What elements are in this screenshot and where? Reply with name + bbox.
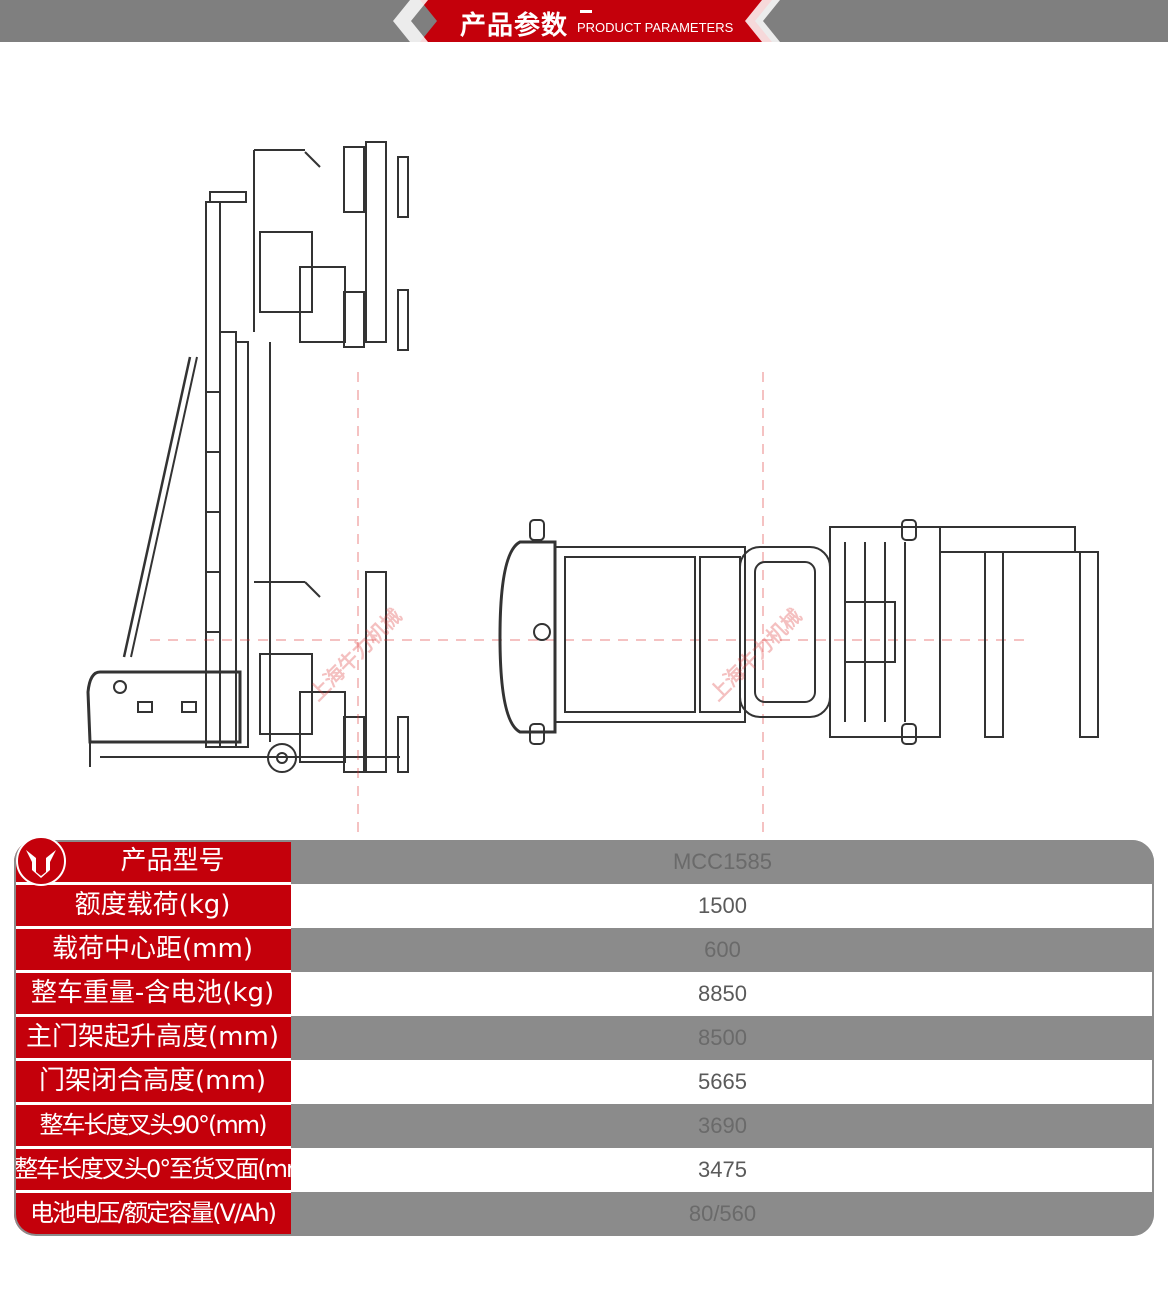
spec-label: 额度载荷(kg) — [14, 885, 291, 926]
svg-text:上海牛力机械: 上海牛力机械 — [305, 604, 407, 706]
spec-row: 载荷中心距(mm)600 — [14, 928, 1154, 972]
spec-value: MCC1585 — [291, 840, 1154, 884]
spec-row: 额度载荷(kg)1500 — [14, 884, 1154, 928]
spec-value: 80/560 — [291, 1192, 1154, 1236]
brand-logo-icon — [16, 836, 66, 886]
spec-row: 整车长度叉头90°(mm)3690 — [14, 1104, 1154, 1148]
spec-row: 整车重量-含电池(kg)8850 — [14, 972, 1154, 1016]
section-subtitle: PRODUCT PARAMETERS — [577, 20, 734, 35]
spec-label: 整车长度叉头90°(mm) — [14, 1105, 291, 1146]
header-badge — [393, 0, 780, 42]
spec-label: 电池电压/额定容量(V/Ah) — [14, 1193, 291, 1234]
title-dash — [580, 10, 592, 13]
spec-label: 整车重量-含电池(kg) — [14, 973, 291, 1014]
spec-value: 8500 — [291, 1016, 1154, 1060]
top-view — [498, 519, 1099, 745]
spec-label: 载荷中心距(mm) — [14, 929, 291, 970]
forklift-technical-drawing: 上海牛力机械 上海牛力机械 — [86, 141, 1099, 832]
spec-row: 整车长度叉头0°至货叉面(mm)3475 — [14, 1148, 1154, 1192]
spec-label: 整车长度叉头0°至货叉面(mm) — [14, 1149, 291, 1190]
spec-row: 电池电压/额定容量(V/Ah)80/560 — [14, 1192, 1154, 1236]
spec-value: 5665 — [291, 1060, 1154, 1104]
spec-row: 主门架起升高度(mm)8500 — [14, 1016, 1154, 1060]
spec-value: 3475 — [291, 1148, 1154, 1192]
spec-label: 主门架起升高度(mm) — [14, 1017, 291, 1058]
spec-value: 8850 — [291, 972, 1154, 1016]
spec-value: 3690 — [291, 1104, 1154, 1148]
spec-label: 门架闭合高度(mm) — [14, 1061, 291, 1102]
spec-value: 600 — [291, 928, 1154, 972]
side-view — [86, 141, 409, 773]
spec-row: 门架闭合高度(mm)5665 — [14, 1060, 1154, 1104]
section-title: 产品参数 — [460, 11, 569, 41]
spec-value: 1500 — [291, 884, 1154, 928]
